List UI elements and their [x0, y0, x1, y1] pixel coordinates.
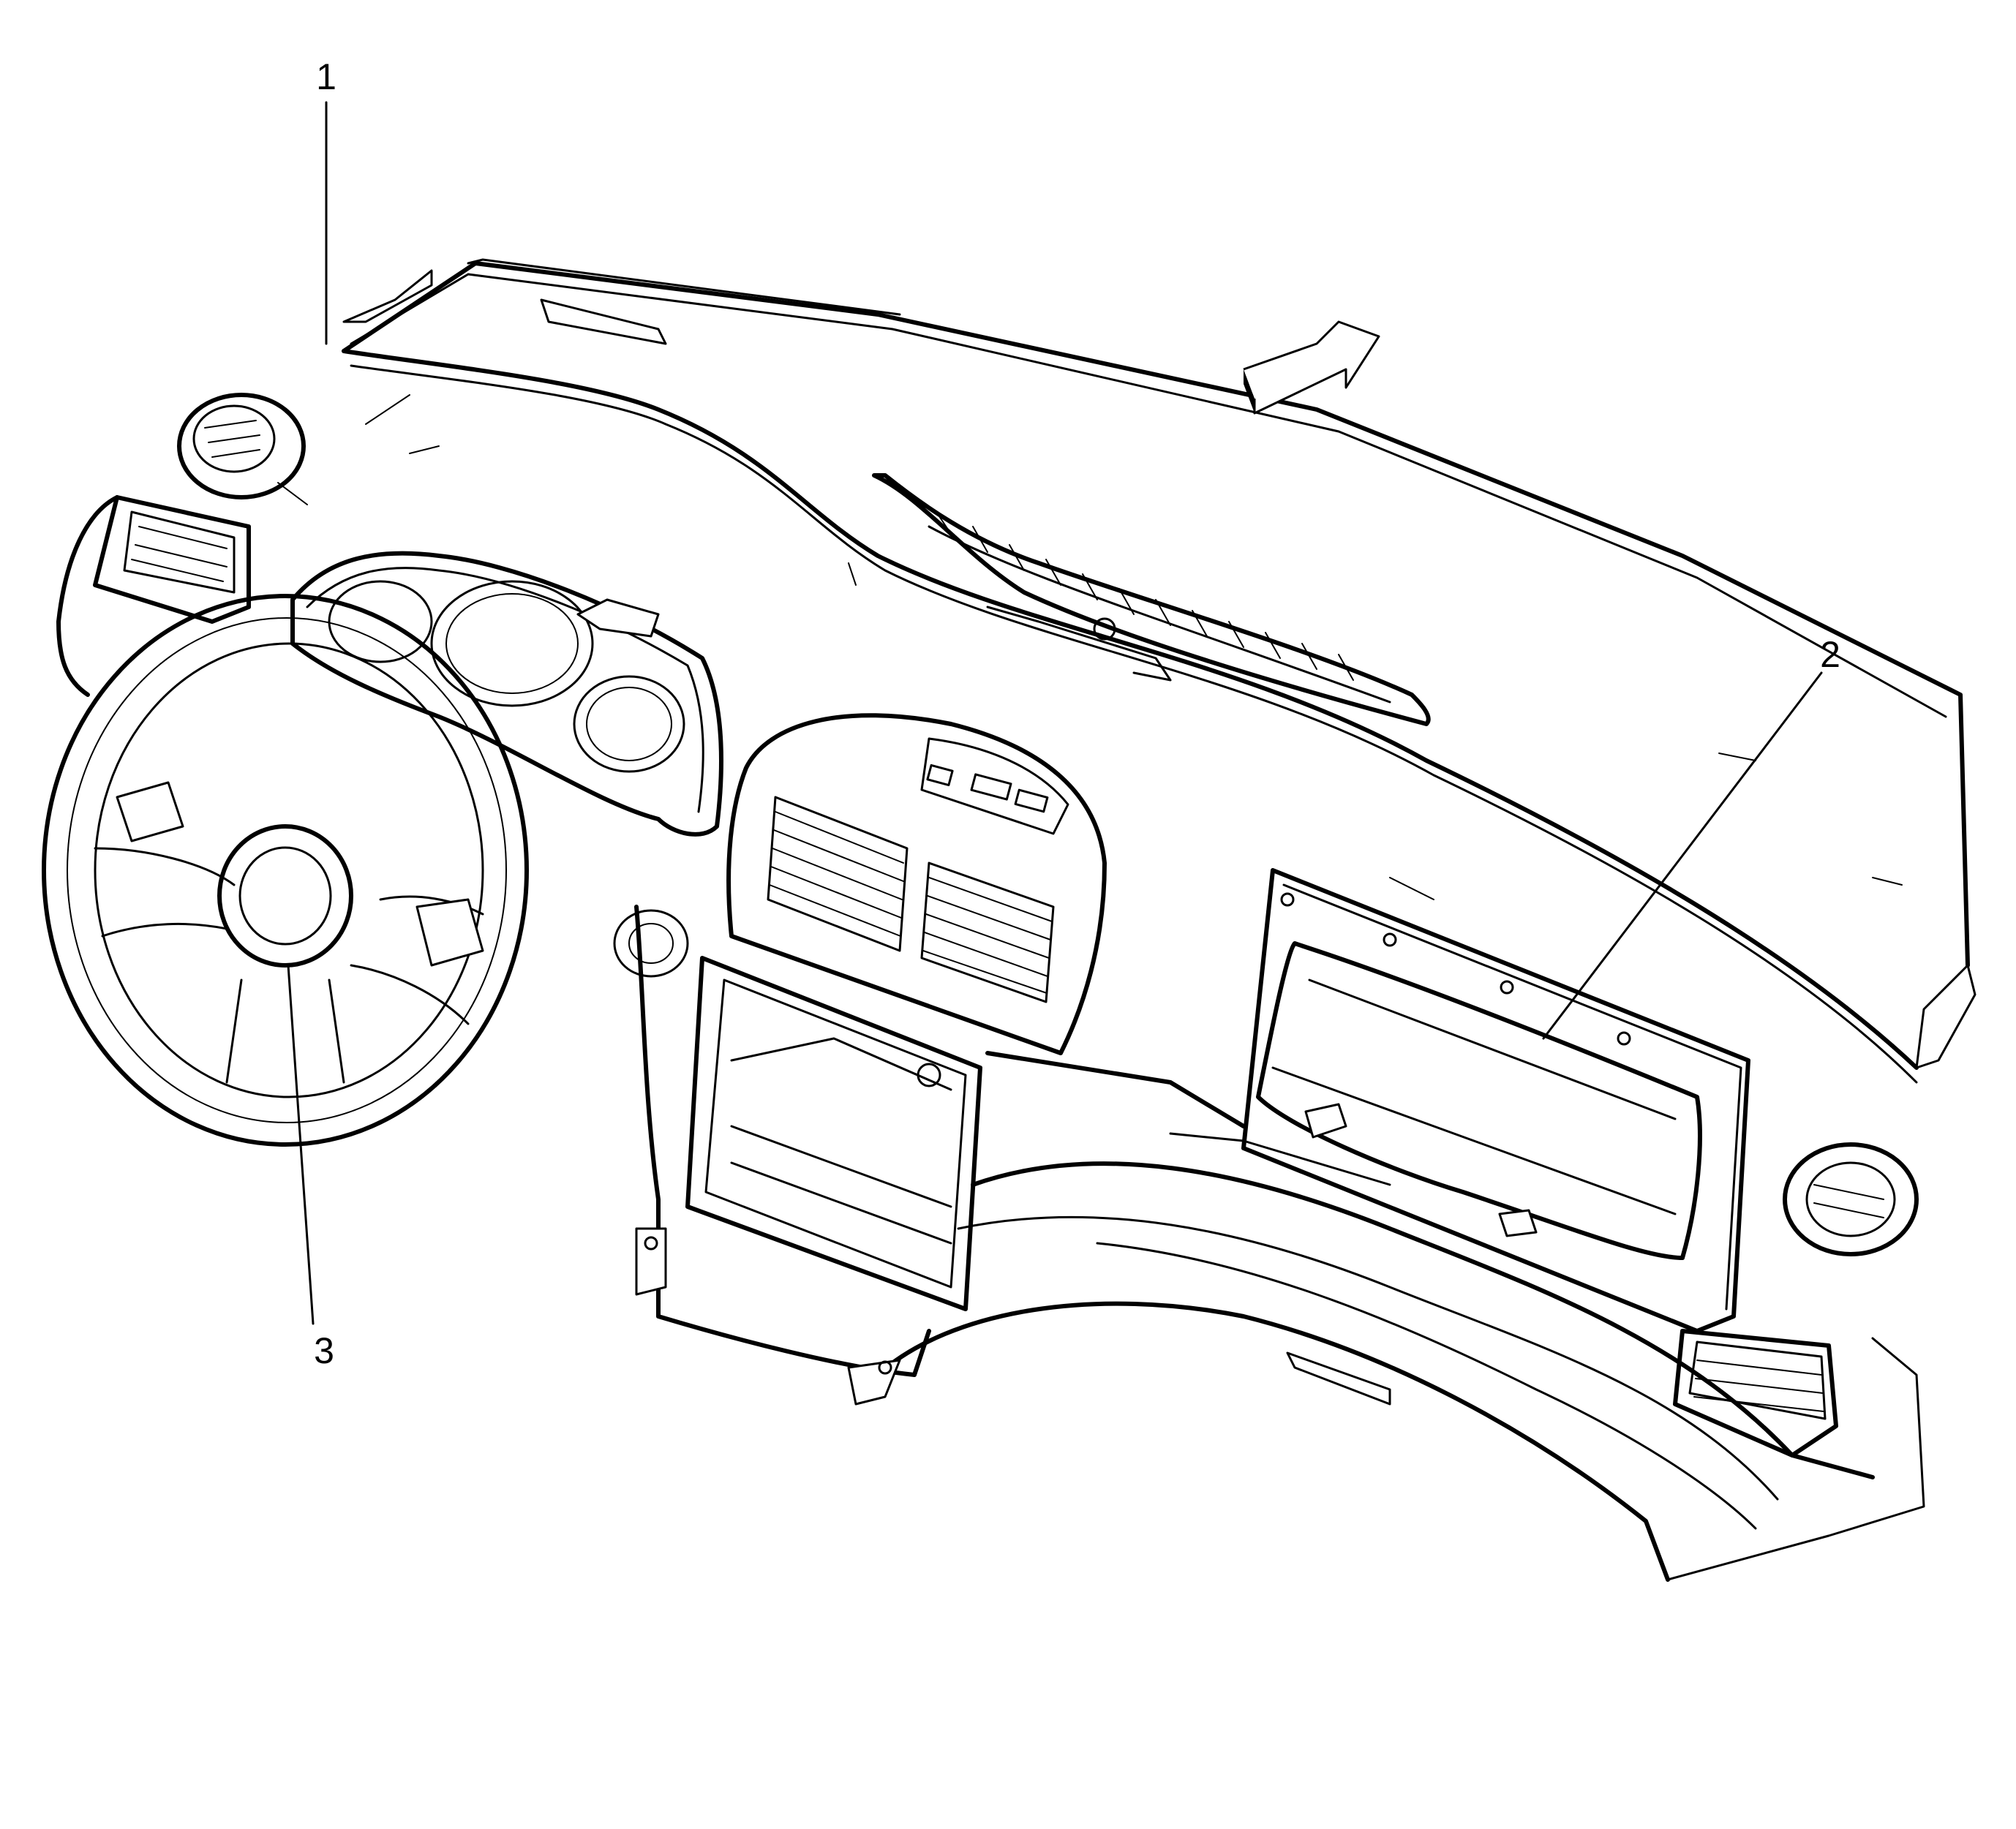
defroster-sensor-hole: [1093, 617, 1116, 641]
steering-wheel: [42, 594, 529, 1147]
left-side-round-vent: [177, 393, 306, 499]
lower-panel: [635, 1051, 1925, 1582]
right-side-round-vent: [1783, 1142, 1919, 1256]
callout-2: 2: [1820, 634, 1840, 675]
passenger-airbag-module: [1241, 868, 1750, 1333]
center-stack: [726, 713, 1107, 1055]
driver-airbag-module: [217, 824, 353, 968]
right-outer-vent: [1673, 1329, 1838, 1457]
forward-direction-arrow-icon: [1243, 320, 1380, 415]
leader-line-3: [287, 964, 315, 1325]
callout-1: 1: [316, 56, 336, 97]
knee-bolster-area: [613, 905, 931, 1377]
center-vent-right: [920, 861, 1055, 1003]
callout-3: 3: [314, 1330, 334, 1371]
instrument-cluster-bezel: [290, 551, 723, 837]
instrument-panel-upper-pad: [277, 258, 1976, 1084]
radio-opening: [685, 956, 982, 1311]
left-outer-vent: [93, 495, 251, 624]
center-vent-left: [767, 796, 909, 952]
leader-line-2: [1542, 671, 1823, 1040]
defroster-grille: [928, 511, 1391, 704]
